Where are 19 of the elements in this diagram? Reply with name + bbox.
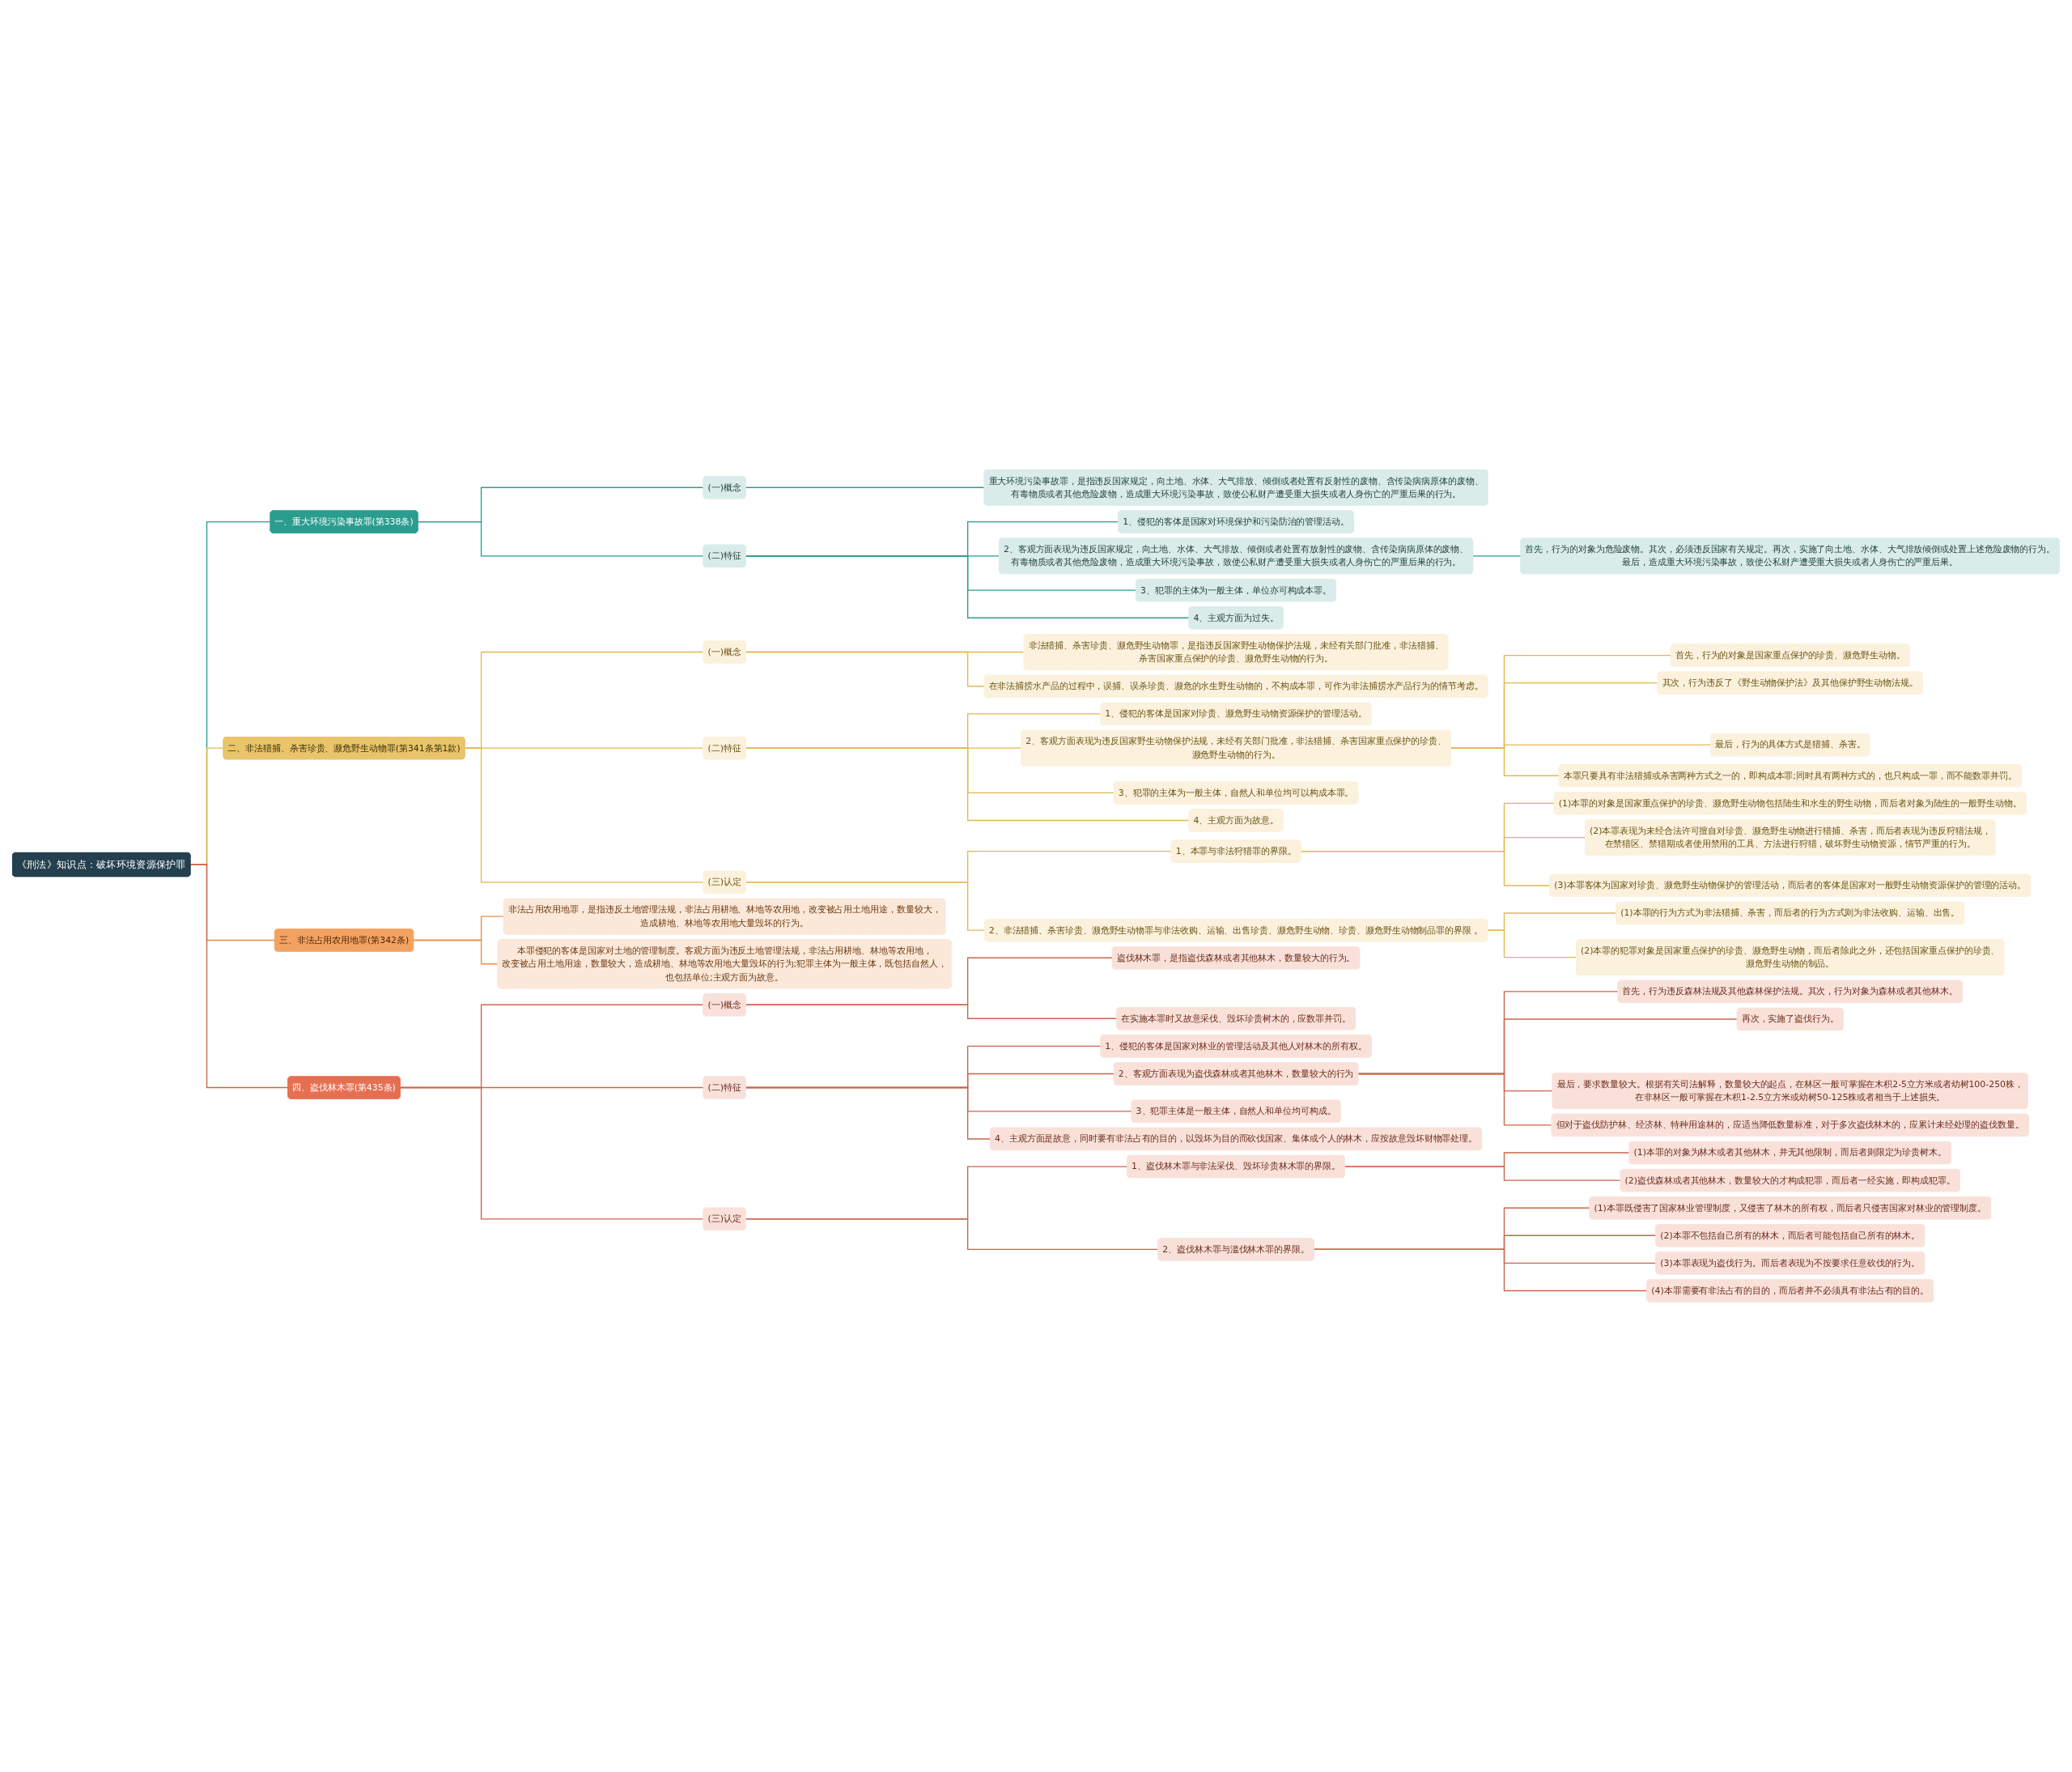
connector [745, 487, 985, 489]
connector [1313, 1248, 1648, 1292]
connector [745, 1004, 1118, 1020]
connector [745, 747, 1190, 822]
connector [1300, 851, 1551, 886]
connector [745, 555, 1190, 619]
connector [1472, 555, 1522, 557]
connector [745, 1218, 1159, 1251]
connector [1344, 1166, 1621, 1181]
connector [464, 747, 704, 883]
connector [412, 940, 499, 965]
connector [1450, 747, 1560, 777]
connector [745, 652, 985, 687]
connector [417, 521, 704, 557]
connector [745, 1087, 991, 1140]
connector [1357, 1073, 1552, 1126]
connector [399, 1087, 704, 1220]
connector [1487, 929, 1577, 958]
connector [745, 882, 986, 932]
